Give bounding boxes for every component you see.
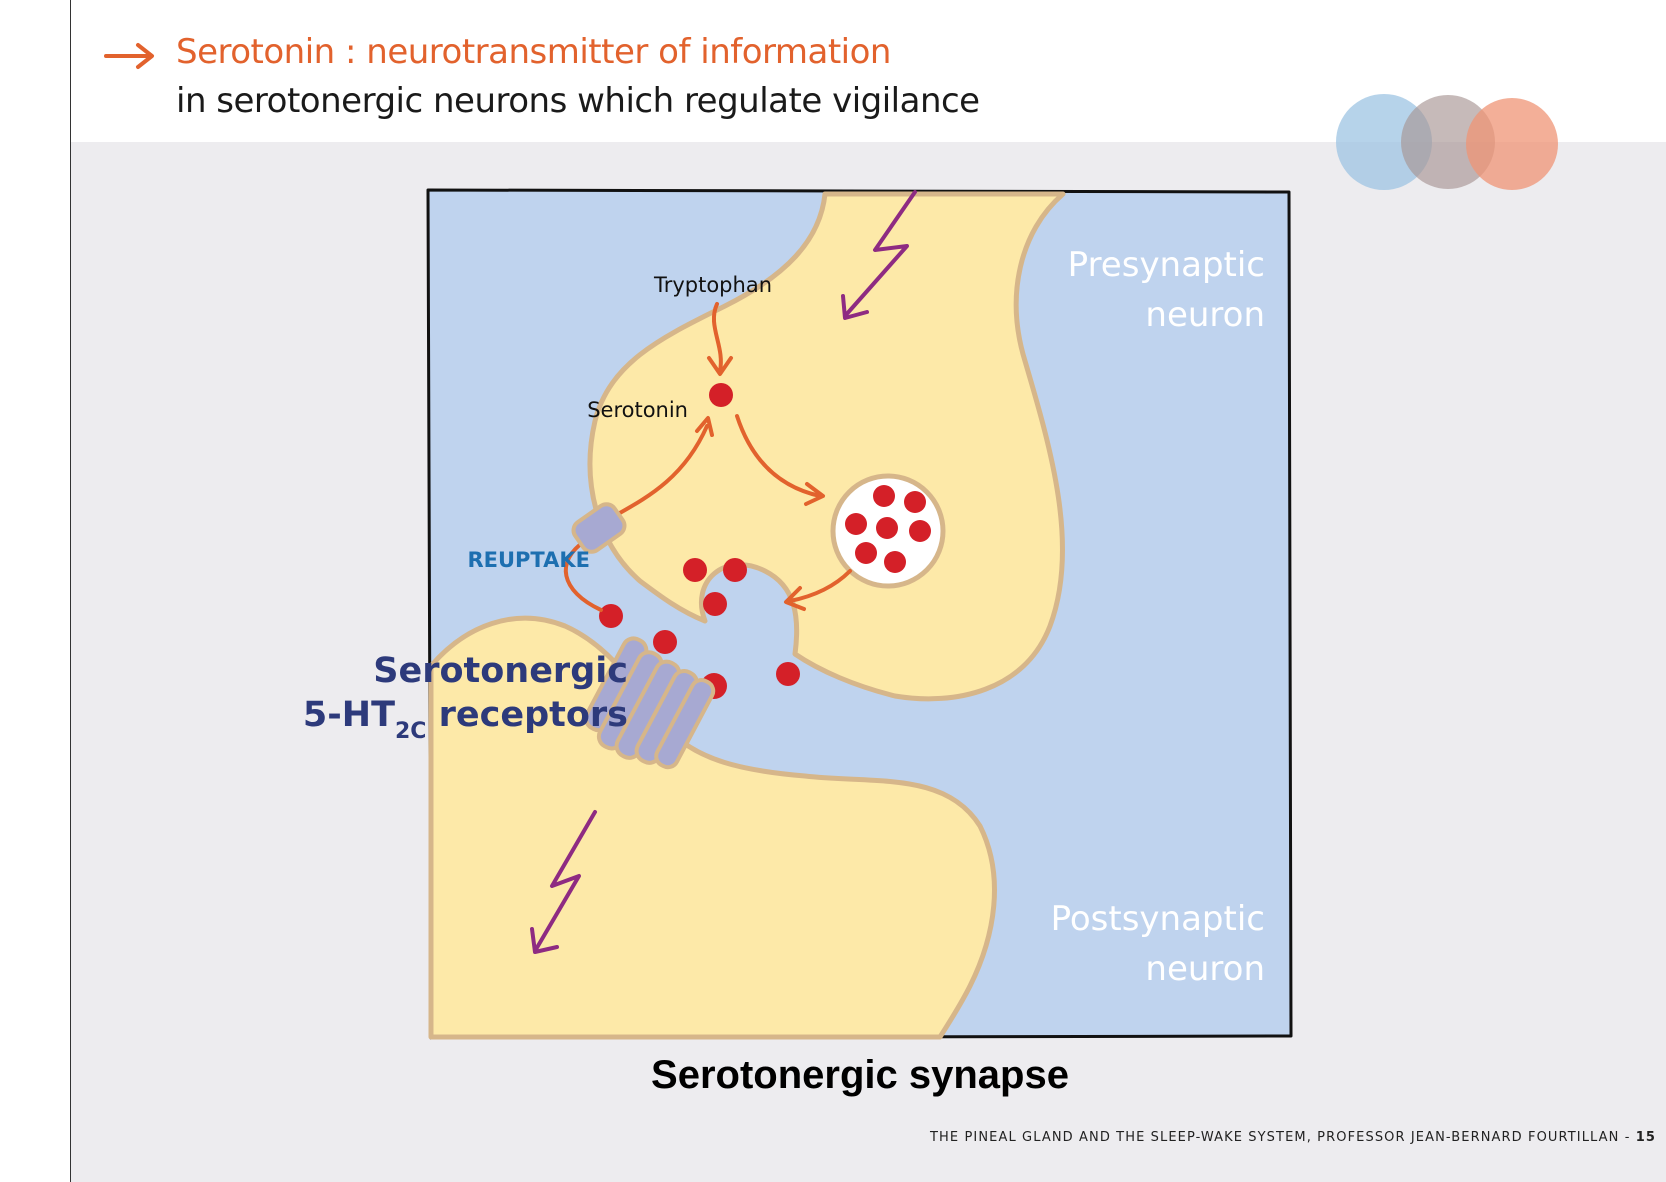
serotonin-molecules bbox=[599, 383, 800, 699]
serotonin-label: Serotonin bbox=[587, 398, 688, 422]
serotonin-dot bbox=[723, 558, 747, 582]
diagram-caption: Serotonergic synapse bbox=[651, 1053, 1069, 1097]
receptors-subscript: 2C bbox=[395, 719, 426, 744]
serotonin-dot bbox=[703, 592, 727, 616]
serotonin-dot bbox=[653, 630, 677, 654]
footer-text: THE PINEAL GLAND AND THE SLEEP-WAKE SYST… bbox=[930, 1130, 1636, 1145]
presynaptic-label-line-2: neuron bbox=[1145, 295, 1265, 335]
serotonin-dot bbox=[599, 604, 623, 628]
page-title-line-1: Serotonin : neurotransmitter of informat… bbox=[176, 32, 891, 72]
presynaptic-neuron-shape bbox=[587, 191, 1066, 702]
overlapping-circles-icon bbox=[1336, 94, 1558, 190]
synapse-diagram: Tryptophan Serotonin REUPTAKE Serotonerg… bbox=[303, 188, 1293, 1040]
signal-lightning-icons bbox=[530, 190, 917, 954]
receptors-label-line-2: 5-HT2C receptors bbox=[303, 695, 628, 744]
postsynaptic-label-line-2: neuron bbox=[1145, 949, 1265, 989]
postsynaptic-label-line-1: Postsynaptic bbox=[1051, 899, 1265, 939]
page-footer: THE PINEAL GLAND AND THE SLEEP-WAKE SYST… bbox=[930, 1130, 1656, 1145]
receptors-suffix: receptors bbox=[426, 695, 628, 735]
receptors-label-line-1: Serotonergic bbox=[373, 651, 628, 691]
right-arrow-icon bbox=[104, 43, 154, 69]
reuptake-transporter bbox=[571, 502, 627, 554]
page-title-line-2: in serotonergic neurons which regulate v… bbox=[176, 81, 980, 121]
pathway-arrows bbox=[563, 302, 852, 612]
postsynaptic-neuron-shape bbox=[428, 615, 997, 1040]
receptors-prefix: 5-HT bbox=[303, 695, 395, 735]
page-number: 15 bbox=[1635, 1130, 1657, 1145]
synaptic-vesicle bbox=[830, 473, 946, 589]
serotonin-dot bbox=[709, 383, 733, 407]
presynaptic-label-line-1: Presynaptic bbox=[1068, 245, 1265, 285]
left-margin-rule bbox=[70, 0, 71, 1182]
reuptake-label: REUPTAKE bbox=[467, 548, 590, 572]
serotonin-dot bbox=[776, 662, 800, 686]
5ht2c-receptor bbox=[583, 636, 716, 770]
tryptophan-label: Tryptophan bbox=[653, 273, 772, 297]
serotonin-dot bbox=[683, 558, 707, 582]
